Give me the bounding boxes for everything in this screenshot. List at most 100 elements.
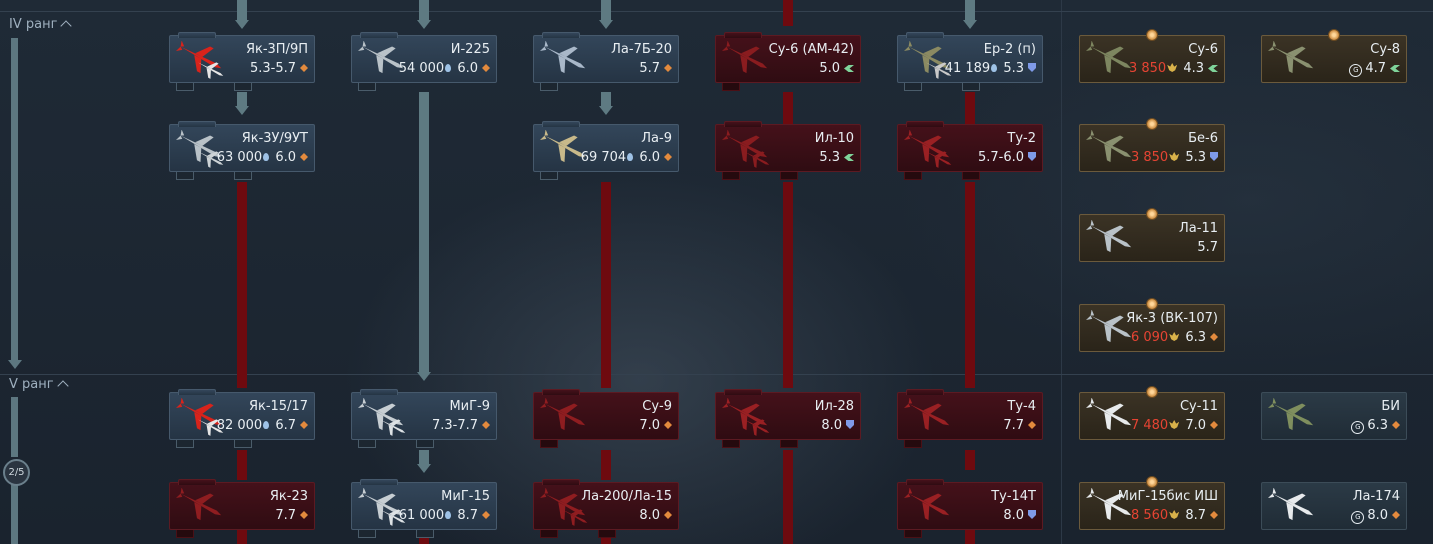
- module-slot-icon: [234, 83, 252, 91]
- battle-rating: 8.0: [1003, 508, 1024, 523]
- vehicle-stats: 5.0: [819, 61, 854, 76]
- rank-label-v[interactable]: V ранг: [9, 377, 69, 392]
- vehicle-card[interactable]: Як-3 (ВК-107)6 090 6.3: [1079, 298, 1225, 352]
- battle-rating: 7.7: [275, 508, 296, 523]
- vehicle-name: Ил-28: [814, 399, 854, 414]
- module-slot-icon: [540, 83, 558, 91]
- research-points-icon: [263, 153, 270, 161]
- card-tab: [724, 121, 762, 127]
- chevron-up-icon: [60, 20, 73, 32]
- card-tab: [906, 479, 944, 485]
- battle-rating: 5.3-5.7: [249, 61, 296, 76]
- sim-mode-icon: [1028, 510, 1036, 519]
- vehicle-name: МиГ-15бис ИШ: [1117, 489, 1218, 504]
- realistic-mode-icon: [1208, 65, 1218, 72]
- arcade-mode-icon: [1028, 421, 1036, 429]
- battle-rating: 7.7: [1003, 418, 1024, 433]
- vehicle-name: Як-23: [269, 489, 308, 504]
- aircraft-image: [902, 397, 964, 436]
- research-line: [237, 450, 247, 480]
- module-slot-icon: [780, 440, 798, 448]
- vehicle-stats: 82 000 6.7: [217, 418, 308, 433]
- vehicle-name: Бе-6: [1188, 131, 1218, 146]
- battle-rating: 5.3: [999, 61, 1024, 76]
- battle-rating: 6.3: [1367, 418, 1388, 433]
- vehicle-cost: 63 000: [216, 150, 263, 165]
- squadron-icon: G: [1351, 421, 1365, 434]
- battle-rating: 4.3: [1179, 61, 1204, 76]
- aircraft-image: [1084, 487, 1146, 526]
- module-slot-icon: [176, 172, 194, 180]
- card-tab: [178, 389, 216, 395]
- vehicle-cost: 7 480: [1130, 418, 1169, 433]
- premium-medal-icon: [1146, 208, 1158, 220]
- vehicle-card[interactable]: Як-23 7.7: [169, 479, 315, 538]
- aircraft-image: [720, 397, 782, 436]
- module-slot-icon: [540, 530, 558, 538]
- research-line: [783, 450, 793, 544]
- aircraft-image: [1266, 397, 1328, 436]
- module-slot-icon: [904, 172, 922, 180]
- research-line: [965, 530, 975, 544]
- vehicle-stats: 7.7: [275, 508, 308, 523]
- vehicle-stats: 61 000 8.7: [399, 508, 490, 523]
- aircraft-image: [1266, 40, 1328, 79]
- vehicle-card[interactable]: Су-6 (АМ-42)5.0: [715, 32, 861, 91]
- premium-section-divider: [1061, 0, 1062, 544]
- rank-progress-track: [11, 397, 18, 457]
- arrow-down-icon: [417, 464, 431, 473]
- vehicle-name: Ла-7Б-20: [611, 42, 672, 57]
- rank-label-iv[interactable]: IV ранг: [9, 17, 73, 32]
- aircraft-image: [174, 40, 236, 79]
- vehicle-name: Ер-2 (п): [983, 42, 1036, 57]
- vehicle-name: Ла-200/Ла-15: [581, 489, 672, 504]
- realistic-mode-icon: [844, 154, 854, 161]
- vehicle-name: Су-8: [1370, 42, 1400, 57]
- vehicle-cost: 6 090: [1130, 330, 1169, 345]
- card-tab: [178, 479, 216, 485]
- aircraft-image: [902, 129, 964, 168]
- vehicle-stats: 6 090 6.3: [1131, 330, 1218, 345]
- aircraft-image: [1084, 40, 1146, 79]
- research-points-icon: [445, 64, 452, 72]
- aircraft-image: [1084, 219, 1146, 258]
- module-slot-icon: [358, 440, 376, 448]
- squadron-icon: G: [1349, 64, 1363, 77]
- arrow-down-icon: [8, 360, 22, 369]
- card-tab: [360, 32, 398, 38]
- aircraft-image: [174, 129, 236, 168]
- module-slot-icon: [176, 530, 194, 538]
- card-tab: [542, 32, 580, 38]
- premium-medal-icon: [1328, 29, 1340, 41]
- vehicle-name: Ла-174: [1352, 489, 1400, 504]
- golden-eagle-icon: [1167, 63, 1178, 72]
- sim-mode-icon: [846, 420, 854, 429]
- module-slot-icon: [234, 172, 252, 180]
- vehicle-card[interactable]: Ер-2 (п)41 189 5.3: [897, 32, 1043, 91]
- module-slot-icon: [176, 83, 194, 91]
